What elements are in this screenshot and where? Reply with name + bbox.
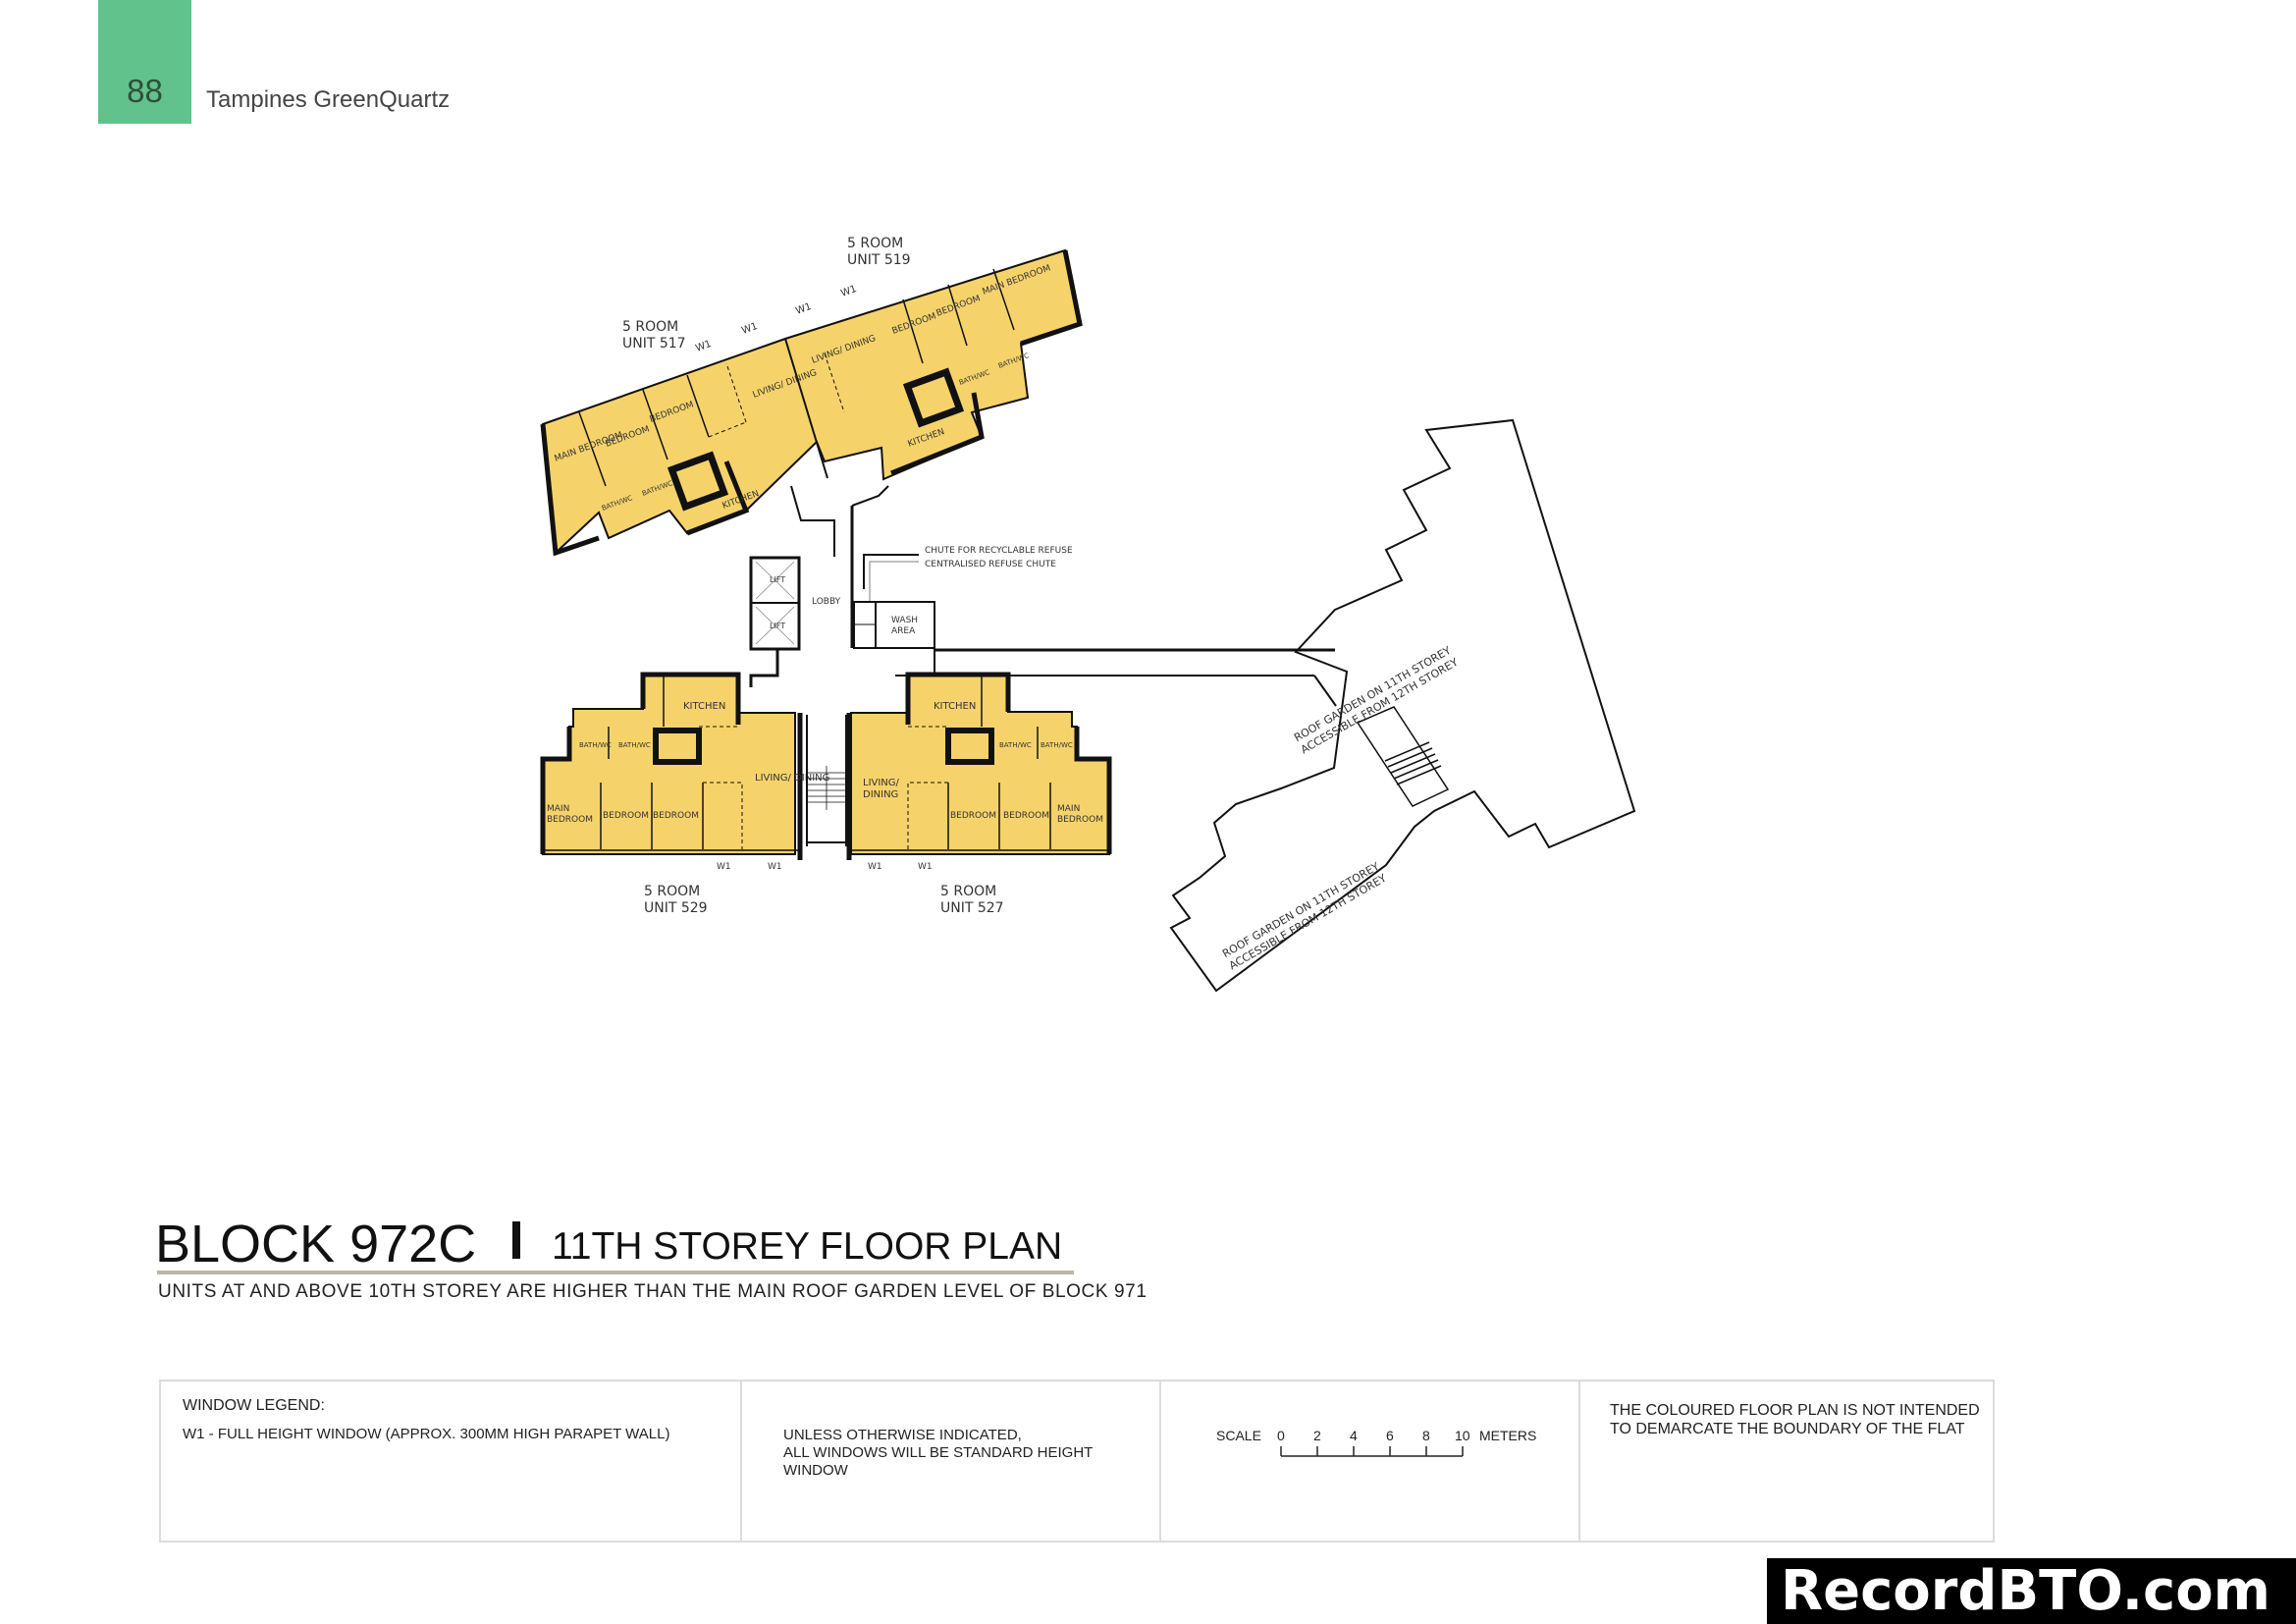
unit-529	[540, 672, 803, 860]
standard-window-cell: UNLESS OTHERWISE INDICATED, ALL WINDOWS …	[742, 1381, 1161, 1541]
page-number: 88	[127, 73, 163, 109]
unit-529-labels: KITCHEN BATH/WC BATH/WC LIVING/ DINING M…	[547, 701, 829, 916]
svg-text:BATH/WC: BATH/WC	[579, 741, 612, 749]
block-title: BLOCK 972C	[155, 1215, 477, 1273]
title-note: UNITS AT AND ABOVE 10TH STOREY ARE HIGHE…	[158, 1281, 1148, 1302]
svg-text:KITCHEN: KITCHEN	[683, 701, 725, 712]
lift-label-1: LIFT	[770, 575, 785, 584]
scale-bar: SCALE 0 2 4 6 8 10 METERS	[1216, 1428, 1536, 1457]
standard-window-line1: UNLESS OTHERWISE INDICATED,	[783, 1427, 1022, 1443]
svg-text:W1: W1	[839, 284, 858, 299]
household-shelter-519	[902, 367, 965, 428]
household-shelter-517	[667, 451, 729, 512]
svg-text:10: 10	[1455, 1428, 1470, 1443]
floor-plan-title: 11TH STOREY FLOOR PLAN	[552, 1225, 1063, 1268]
window-legend-title: WINDOW LEGEND:	[183, 1397, 325, 1414]
svg-text:BEDROOM: BEDROOM	[653, 811, 699, 821]
unit-517-type: 5 ROOM	[622, 319, 678, 335]
central-stair	[806, 715, 847, 846]
roof-garden-label-lower: ROOF GARDEN ON 11TH STOREYACCESSIBLE FRO…	[1220, 860, 1389, 973]
svg-text:BATH/WC: BATH/WC	[618, 741, 651, 749]
svg-text:KITCHEN: KITCHEN	[934, 701, 976, 712]
svg-text:BEDROOM: BEDROOM	[1057, 815, 1103, 825]
svg-text:LIVING/ DINING: LIVING/ DINING	[755, 773, 829, 784]
unit-527-type: 5 ROOM	[940, 884, 996, 899]
unit-519-type: 5 ROOM	[847, 236, 903, 251]
unit-529-type: 5 ROOM	[644, 884, 700, 899]
svg-text:8: 8	[1422, 1428, 1430, 1443]
svg-text:0: 0	[1277, 1428, 1285, 1443]
svg-text:BEDROOM: BEDROOM	[950, 811, 996, 821]
svg-text:MAIN: MAIN	[1057, 804, 1080, 814]
svg-text:W1: W1	[717, 862, 731, 872]
core-area	[749, 485, 935, 687]
chute-recyclable-label: CHUTE FOR RECYCLABLE REFUSE	[925, 546, 1073, 556]
svg-text:W1: W1	[740, 321, 759, 337]
svg-text:BEDROOM: BEDROOM	[1003, 811, 1049, 821]
unit-527-labels: KITCHEN BATH/WC BATH/WC LIVING/ DINING B…	[863, 701, 1103, 916]
svg-text:2: 2	[1313, 1428, 1321, 1443]
wash-area-label: WASH	[891, 616, 918, 625]
svg-text:6: 6	[1386, 1428, 1394, 1443]
household-shelter-529	[653, 728, 702, 765]
svg-text:4: 4	[1350, 1428, 1358, 1443]
scale-cell: SCALE 0 2 4 6 8 10 METERS	[1161, 1381, 1580, 1541]
watermark-banner: RecordBTO.com	[1767, 1558, 2296, 1624]
unit-519-number: UNIT 519	[847, 252, 911, 268]
svg-text:METERS: METERS	[1479, 1428, 1536, 1443]
svg-text:MAIN: MAIN	[547, 804, 569, 814]
document-title: Tampines GreenQuartz	[206, 86, 451, 113]
svg-text:W1: W1	[794, 301, 813, 317]
svg-text:LIVING/: LIVING/	[863, 778, 900, 788]
svg-text:BEDROOM: BEDROOM	[603, 811, 649, 821]
window-legend-w1: W1 - FULL HEIGHT WINDOW (APPROX. 300MM H…	[183, 1426, 670, 1442]
title-underline	[157, 1271, 1074, 1274]
svg-text:BATH/WC: BATH/WC	[999, 741, 1032, 749]
household-shelter-527	[945, 728, 994, 765]
disclaimer-cell: THE COLOURED FLOOR PLAN IS NOT INTENDED …	[1580, 1381, 1993, 1541]
svg-text:W1: W1	[694, 339, 713, 354]
svg-text:W1: W1	[918, 862, 933, 872]
svg-text:SCALE: SCALE	[1216, 1428, 1261, 1443]
svg-text:BEDROOM: BEDROOM	[547, 815, 593, 825]
legend-table: WINDOW LEGEND: W1 - FULL HEIGHT WINDOW (…	[159, 1380, 1995, 1543]
title-separator	[512, 1221, 520, 1259]
roof-garden-stair	[1356, 706, 1450, 807]
svg-text:BATH/WC: BATH/WC	[1041, 741, 1073, 749]
disclaimer-line1: THE COLOURED FLOOR PLAN IS NOT INTENDED	[1610, 1402, 1980, 1419]
svg-text:W1: W1	[868, 862, 882, 872]
unit-529-number: UNIT 529	[644, 900, 708, 916]
core-labels: LIFT LIFT LOBBY WASH AREA CHUTE FOR RECY…	[770, 546, 1073, 636]
unit-527-number: UNIT 527	[940, 900, 1004, 916]
lobby-label: LOBBY	[812, 597, 841, 607]
unit-527	[846, 672, 1112, 860]
page-number-tab	[98, 0, 191, 124]
window-legend-cell: WINDOW LEGEND: W1 - FULL HEIGHT WINDOW (…	[161, 1381, 742, 1541]
top-wing-units	[540, 248, 1083, 557]
chute-centralised-label: CENTRALISED REFUSE CHUTE	[925, 560, 1056, 569]
svg-text:W1: W1	[768, 862, 782, 872]
unit-517-number: UNIT 517	[622, 336, 686, 352]
roof-garden	[1169, 418, 1636, 993]
lift-label-2: LIFT	[770, 622, 785, 630]
standard-window-line2: ALL WINDOWS WILL BE STANDARD HEIGHT WIND…	[783, 1444, 1094, 1479]
disclaimer-line2: TO DEMARCATE THE BOUNDARY OF THE FLAT	[1610, 1421, 1965, 1437]
svg-text:AREA: AREA	[891, 626, 916, 636]
svg-text:DINING: DINING	[863, 789, 898, 800]
